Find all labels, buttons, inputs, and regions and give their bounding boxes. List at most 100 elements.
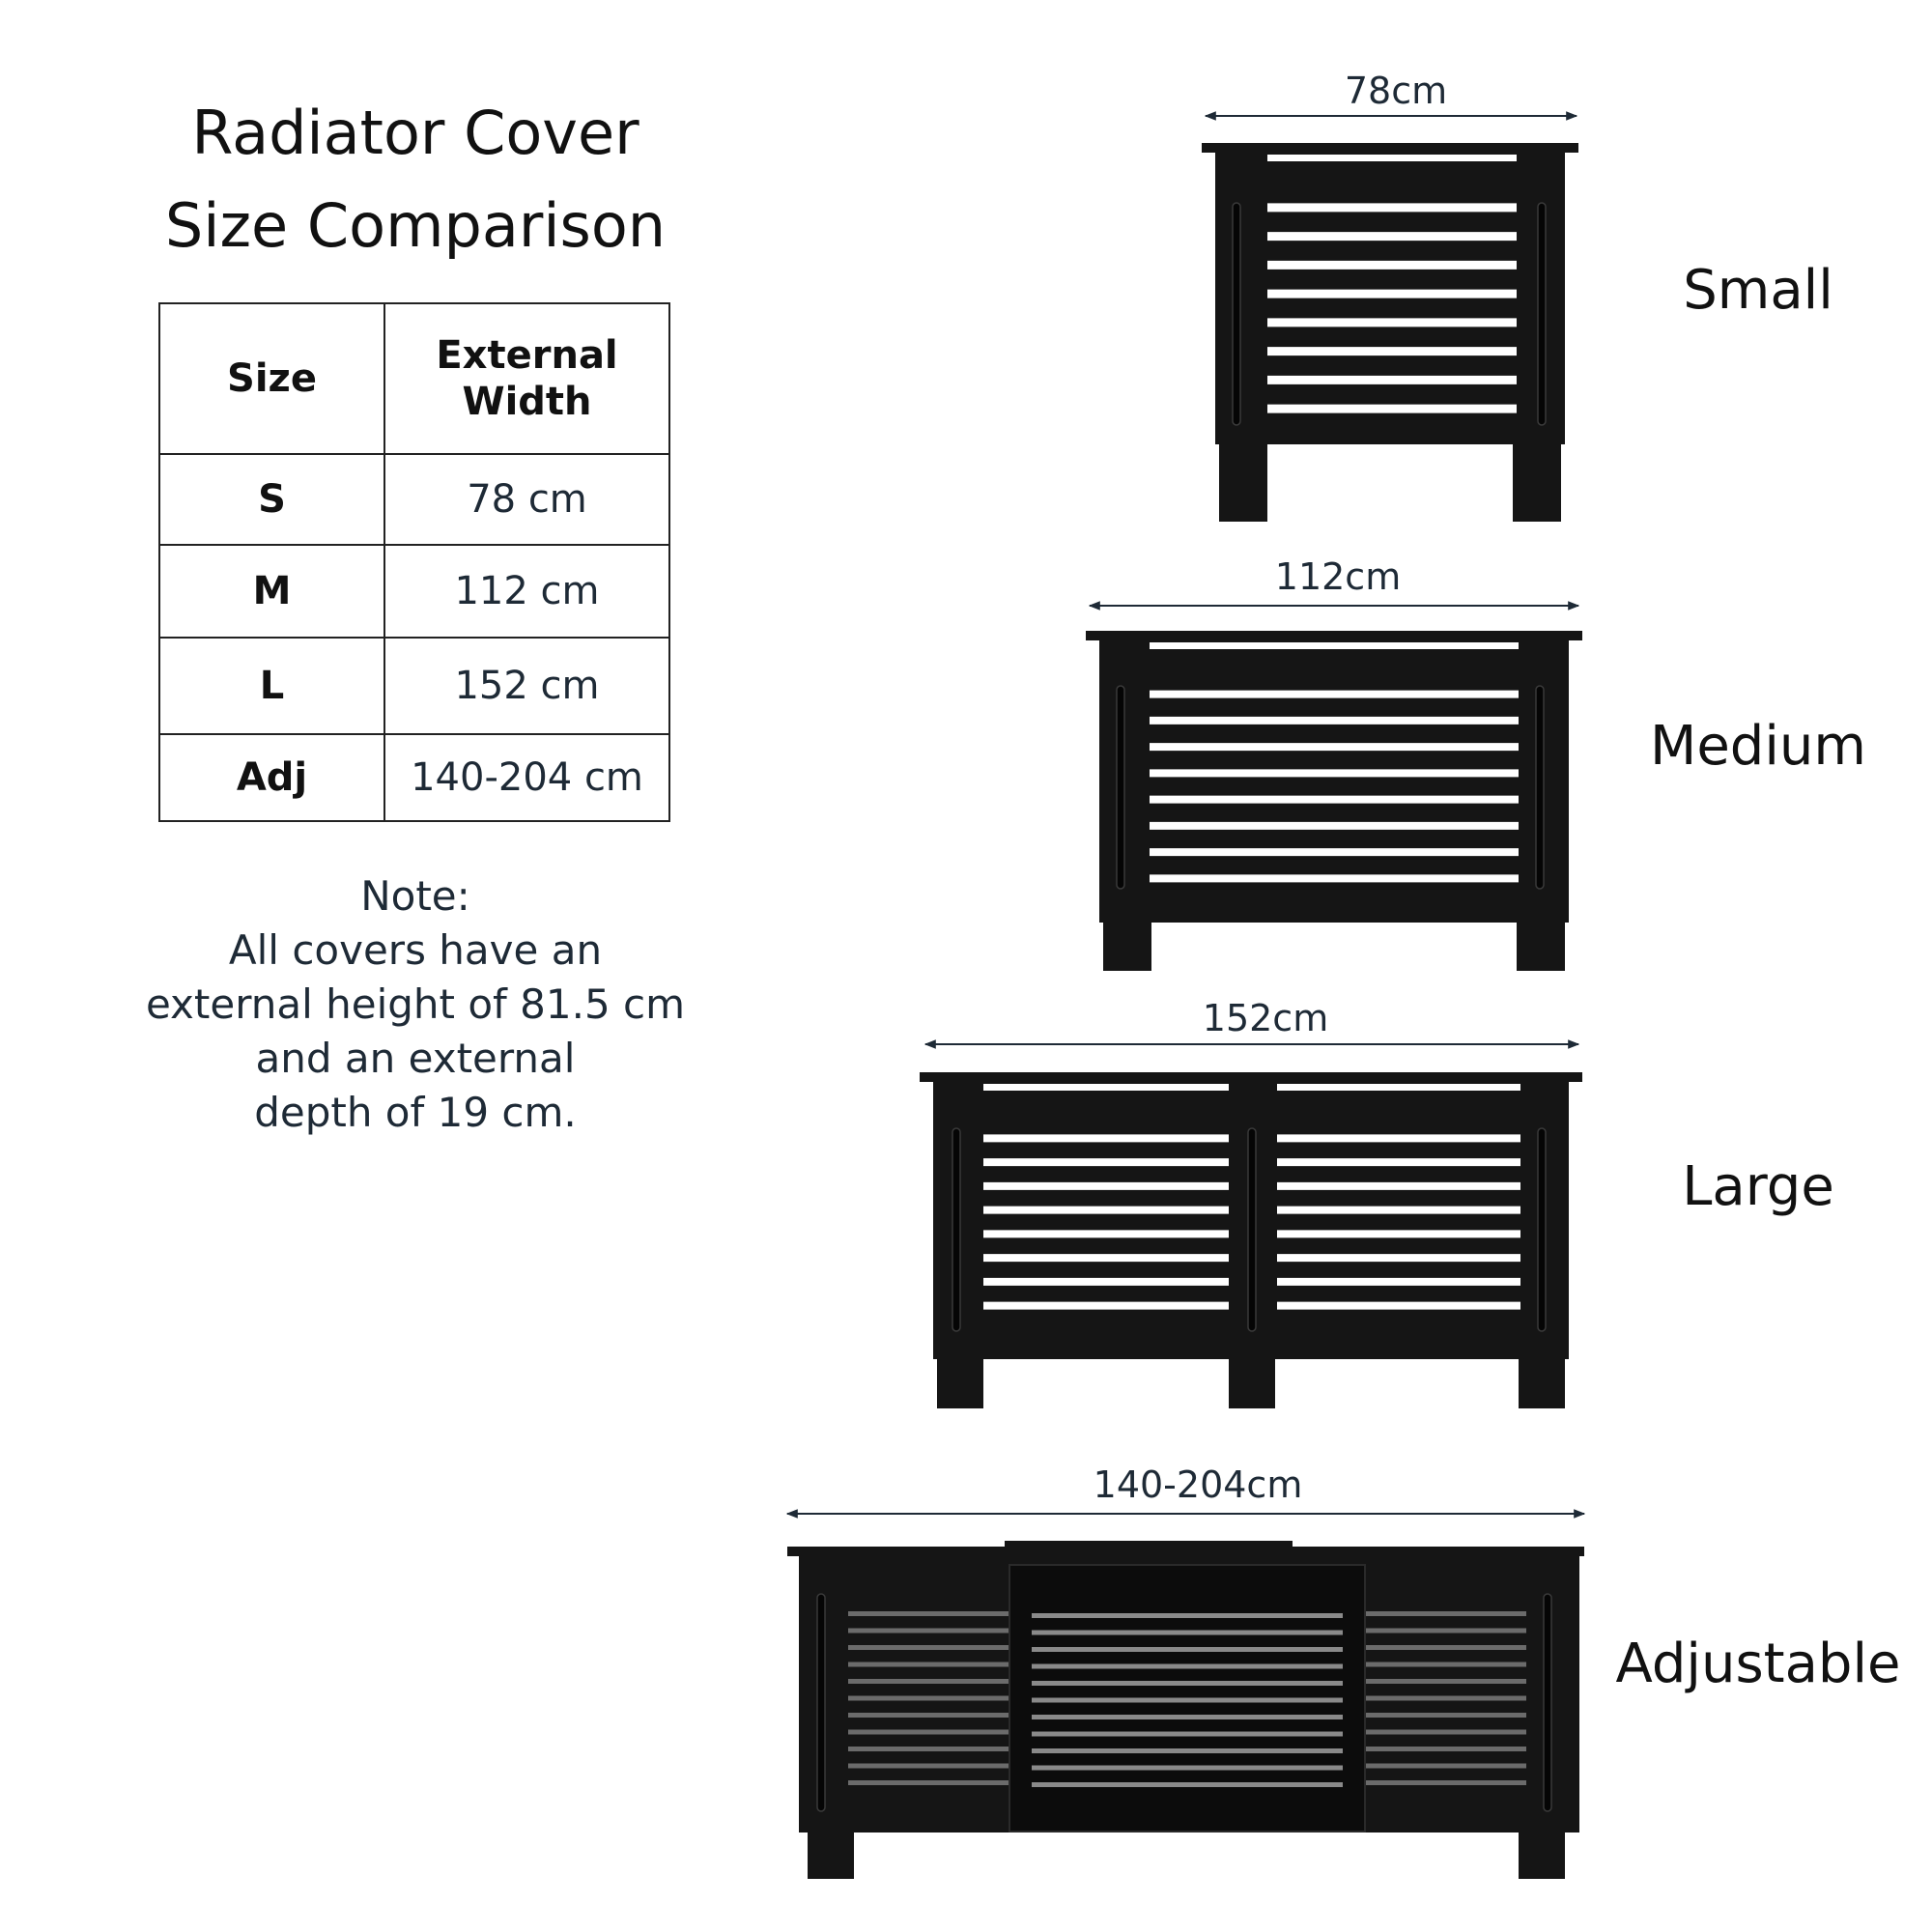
slot <box>848 1747 1010 1751</box>
slot <box>983 1181 1229 1190</box>
table-row: M 112 cm <box>158 544 670 639</box>
leg <box>1103 921 1151 971</box>
header-external-width-line-2: Width <box>462 380 592 424</box>
slot <box>848 1713 1010 1718</box>
dimension-label-medium: 112cm <box>1274 555 1402 598</box>
leg <box>1513 442 1561 522</box>
slot <box>1364 1729 1526 1735</box>
slot <box>1267 260 1517 270</box>
slot <box>848 1611 1010 1616</box>
table-cell-size: M <box>158 544 385 639</box>
slot <box>1364 1695 1526 1701</box>
slot <box>1277 1254 1520 1263</box>
slot <box>1150 848 1519 857</box>
slot <box>1267 318 1517 327</box>
slot <box>1150 642 1519 649</box>
note-line: All covers have an <box>228 926 603 974</box>
slot <box>1267 375 1517 384</box>
size-table: Size External Width S 78 cm M 112 cm L 1… <box>158 302 670 822</box>
slot <box>1277 1206 1520 1214</box>
table-cell-width: 78 cm <box>384 453 670 546</box>
table-cell-width: 152 cm <box>384 637 670 735</box>
slot <box>848 1662 1010 1667</box>
slot <box>1364 1679 1526 1684</box>
table-row: L 152 cm <box>158 637 670 735</box>
slot <box>848 1679 1010 1684</box>
side-groove <box>1535 685 1545 890</box>
slot <box>1032 1697 1343 1703</box>
leg <box>1229 1357 1275 1408</box>
cover-adjustable <box>785 1509 1586 1879</box>
slot <box>1267 232 1517 242</box>
side-groove <box>1537 1127 1547 1332</box>
slot <box>983 1254 1229 1263</box>
side-groove <box>952 1127 961 1332</box>
slot <box>848 1780 1010 1785</box>
note-line: external height of 81.5 cm <box>145 980 686 1028</box>
center-top-board <box>1005 1541 1293 1550</box>
slot <box>983 1301 1229 1310</box>
top-board <box>1086 631 1582 640</box>
slot <box>1032 1782 1343 1787</box>
dimension-label-large: 152cm <box>1202 997 1329 1039</box>
slot <box>848 1763 1010 1769</box>
slot <box>1364 1662 1526 1667</box>
slot <box>1150 795 1519 804</box>
leg <box>1517 921 1565 971</box>
slot <box>848 1695 1010 1701</box>
header-external-width-line-1: External <box>436 333 618 378</box>
slot <box>1364 1628 1526 1634</box>
slot <box>983 1158 1229 1167</box>
cover-small <box>1202 111 1578 522</box>
title-line-1: Radiator Cover <box>191 98 639 168</box>
table-cell-size: Adj <box>158 733 385 822</box>
slot <box>1150 716 1519 724</box>
side-groove <box>1537 202 1547 426</box>
cover-large <box>920 1039 1582 1408</box>
slot <box>1032 1748 1343 1753</box>
slot <box>1364 1747 1526 1751</box>
dimension-label-adjustable: 140-204cm <box>1093 1463 1303 1506</box>
table-row: S 78 cm <box>158 453 670 546</box>
slot <box>983 1134 1229 1143</box>
slot <box>1150 769 1519 778</box>
slot <box>848 1645 1010 1650</box>
slot <box>1277 1158 1520 1167</box>
size-label-large: Large <box>1682 1155 1834 1218</box>
note-line: depth of 19 cm. <box>254 1089 577 1136</box>
size-label-adjustable: Adjustable <box>1615 1633 1901 1695</box>
slot <box>1032 1715 1343 1719</box>
table-row: Adj 140-204 cm <box>158 733 670 822</box>
top-board <box>787 1547 1584 1556</box>
cover-medium <box>1086 601 1582 971</box>
slot <box>1150 821 1519 830</box>
slot <box>1364 1713 1526 1718</box>
slot <box>848 1729 1010 1735</box>
slot <box>1364 1645 1526 1650</box>
leg <box>1519 1357 1565 1408</box>
slot <box>848 1628 1010 1634</box>
side-groove <box>816 1593 826 1812</box>
note-line: Note: <box>360 872 470 920</box>
slot <box>1150 874 1519 883</box>
slot <box>1364 1780 1526 1785</box>
size-label-small: Small <box>1683 259 1833 322</box>
leg <box>937 1357 983 1408</box>
table-cell-size: S <box>158 453 385 546</box>
slot <box>1277 1084 1520 1091</box>
slot <box>983 1084 1229 1091</box>
slot <box>1267 203 1517 213</box>
slot <box>1267 347 1517 356</box>
top-board <box>1202 143 1578 153</box>
slot <box>983 1277 1229 1286</box>
leg <box>1219 442 1267 522</box>
slot <box>1277 1134 1520 1143</box>
note-line: and an external <box>255 1035 576 1082</box>
top-board <box>920 1072 1582 1082</box>
table-header-row: Size External Width <box>158 302 670 455</box>
slot <box>1150 743 1519 752</box>
page-title: Radiator Cover Size Comparison <box>39 87 792 272</box>
slot <box>1364 1611 1526 1616</box>
